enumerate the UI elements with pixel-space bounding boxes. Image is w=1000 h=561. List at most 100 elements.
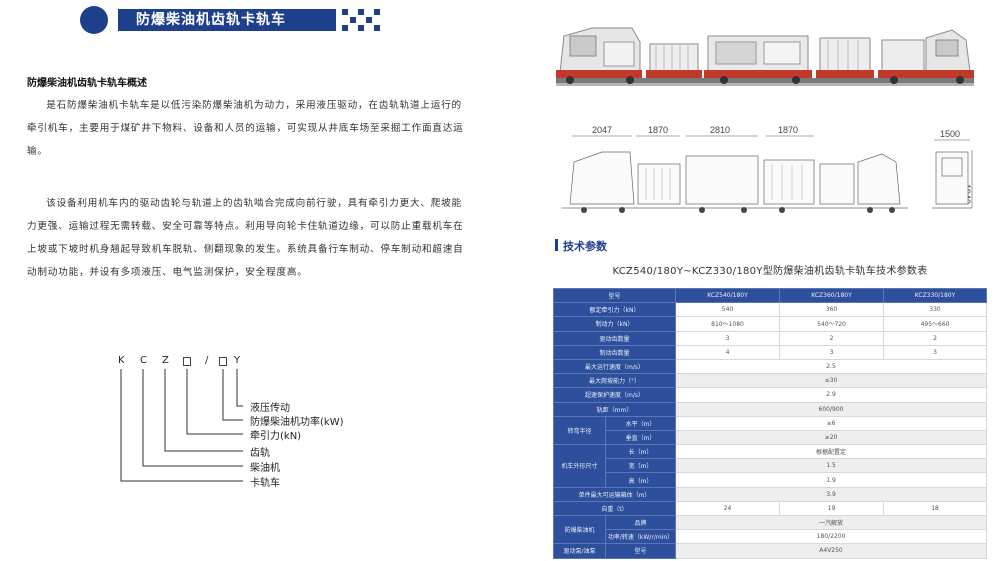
code-char-z: Z (162, 355, 169, 366)
train-dimension-drawing: 2047 1870 2810 1870 1500 1940 (562, 125, 973, 213)
spec-cell: 2 (883, 330, 988, 346)
spec-cell: A4V250 (675, 543, 988, 559)
spec-label: 机车外形尺寸 (553, 444, 606, 488)
dimension-lines (572, 135, 973, 208)
spec-row-traction: 额定牵引力（kN） 540 360 330 (552, 302, 988, 318)
spec-label: 防爆柴油机 (553, 514, 606, 545)
spec-cell: ≥20 (675, 429, 988, 446)
code-label-traction: 牵引力(kN) (250, 431, 302, 442)
spec-cell: 1.5 (675, 458, 988, 474)
overview-paragraph-1: 是石防爆柴油机卡轨车是以低污染防爆柴油机为动力，采用液压驱动，在齿轨轨道上运行的… (27, 100, 464, 157)
spec-cell: 3 (779, 344, 885, 360)
spec-row-size-length: 机车外形尺寸 长（m） 根据配置定 (553, 444, 988, 488)
spec-cell: 18 (883, 500, 988, 517)
title-squares-decoration (342, 9, 382, 31)
spec-label: 单件最大可运输箱体（m） (552, 486, 677, 502)
code-char-c: C (140, 355, 147, 366)
dim-label-2: 1870 (648, 125, 668, 135)
spec-cell: 3 (883, 344, 988, 360)
spec-cell: ≤30 (675, 373, 988, 389)
train-car-4 (816, 37, 874, 78)
train-3d-illustration (556, 27, 974, 86)
code-label-rail-car: 卡轨车 (250, 478, 280, 489)
dim-label-1: 2047 (592, 125, 612, 135)
spec-cell: 540 (675, 302, 781, 318)
spec-cell: 4 (675, 344, 781, 360)
spec-cell: 810～1080 (675, 316, 781, 332)
header-kcz330: KCZ330/180Y (883, 287, 988, 304)
spec-table-title: KCZ540/180Y~KCZ330/180Y型防爆柴油机齿轨卡轨车技术参数表 (612, 266, 928, 277)
spec-row-max-grade: 最大爬坡能力（°） ≤30 (552, 373, 988, 389)
spec-label: 自重（t） (552, 500, 677, 517)
spec-row-braking: 制动力（kN） 810～1080 540～720 495～660 (552, 316, 988, 332)
spec-row-single-box: 单件最大可运输箱体（m） 3.9 (552, 486, 988, 502)
spec-row-brake-count: 制动齿数量 4 3 3 (552, 344, 988, 360)
header-kcz360: KCZ360/180Y (779, 287, 885, 304)
spec-row-size-height: 高（m） 1.9 (554, 472, 988, 488)
code-char-slash: / (205, 355, 209, 366)
spec-cell: 3 (675, 330, 781, 346)
spec-label: 最大运行速度（m/s） (552, 358, 677, 375)
spec-row-weight: 自重（t） 24 19 18 (552, 500, 988, 517)
spec-row-engine-brand: 防爆柴油机 品牌 一汽解放 (553, 514, 988, 545)
dim-label-4: 1870 (778, 125, 798, 135)
spec-label: 转弯半径 (553, 415, 606, 446)
tech-heading-text: 技术参数 (563, 240, 607, 253)
spec-label: 额定牵引力（kN） (552, 302, 677, 318)
spec-row-drive-count: 驱动齿数量 3 2 2 (552, 330, 988, 346)
spec-cell: 3.9 (675, 486, 988, 502)
spec-sublabel: 长（m） (604, 444, 677, 460)
spec-cell: 360 (779, 302, 885, 318)
train-side-view (562, 151, 908, 209)
code-label-engine-power: 防爆柴油机功率(kW) (250, 417, 344, 428)
tech-heading-bar (555, 239, 558, 251)
code-label-diesel: 柴油机 (250, 463, 280, 474)
code-char-k: K (118, 355, 125, 366)
spec-cell: 19 (779, 500, 885, 517)
spec-sublabel: 高（m） (604, 472, 677, 488)
spec-sublabel: 宽（m） (604, 458, 677, 474)
spec-cell: 根据配置定 (675, 444, 988, 460)
spec-cell: 540～720 (779, 316, 885, 332)
train-car-3 (704, 35, 812, 84)
header-kcz540: KCZ540/180Y (675, 287, 781, 304)
code-label-hydraulic: 液压传动 (250, 403, 290, 414)
spec-cell: 2 (779, 330, 885, 346)
title-banner: 防爆柴油机齿轨卡轨车 (80, 6, 380, 34)
train-rail (556, 78, 974, 86)
spec-sublabel: 型号 (604, 543, 677, 559)
spec-row-turn-vertical: 垂直（m） ≥20 (554, 429, 988, 446)
spec-label: 驱动齿数量 (552, 330, 677, 346)
spec-cell: 1.9 (675, 472, 988, 488)
spec-header-row: 型号 KCZ540/180Y KCZ360/180Y KCZ330/180Y (552, 287, 988, 304)
page-title: 防爆柴油机齿轨卡轨车 (118, 9, 336, 31)
spec-sublabel: 功率/转速（kW/r/min） (604, 529, 677, 545)
code-label-rack: 齿轨 (250, 448, 270, 459)
spec-row-hydraulic: 驱动泵/油泵 型号 A4V250 (553, 543, 988, 559)
spec-sublabel: 品牌 (604, 514, 677, 531)
spec-row-turn-horizontal: 转弯半径 水平（m） ≥6 (553, 415, 988, 446)
dim-label-3: 2810 (710, 125, 730, 135)
spec-label: 制动力（kN） (552, 316, 677, 332)
train-car-cab-rear (878, 29, 974, 84)
spec-cell: 330 (883, 302, 988, 318)
train-car-2 (646, 43, 702, 78)
spec-cell: 2.9 (675, 387, 988, 403)
code-box-power (219, 357, 227, 366)
spec-label: 超速保护速度（m/s） (552, 387, 677, 403)
spec-label: 轨距（mm） (552, 401, 677, 417)
spec-row-max-speed: 最大运行速度（m/s） 2.5 (552, 358, 988, 375)
spec-label: 驱动泵/油泵 (553, 543, 606, 559)
dim-label-width: 1500 (940, 129, 960, 139)
spec-cell: 2.5 (675, 358, 988, 375)
overview-heading: 防爆柴油机齿轨卡轨车概述 (27, 78, 147, 89)
header-model: 型号 (552, 287, 677, 304)
spec-cell: ≥6 (675, 415, 988, 431)
train-end-view (932, 151, 972, 209)
spec-cell: 180/2200 (675, 529, 988, 545)
spec-row-size-width: 宽（m） 1.5 (554, 458, 988, 474)
train-side-view-grilles (645, 164, 803, 200)
code-char-y: Y (234, 355, 241, 366)
train-car-cab-front (556, 27, 642, 84)
spec-cell: 一汽解放 (675, 514, 988, 531)
